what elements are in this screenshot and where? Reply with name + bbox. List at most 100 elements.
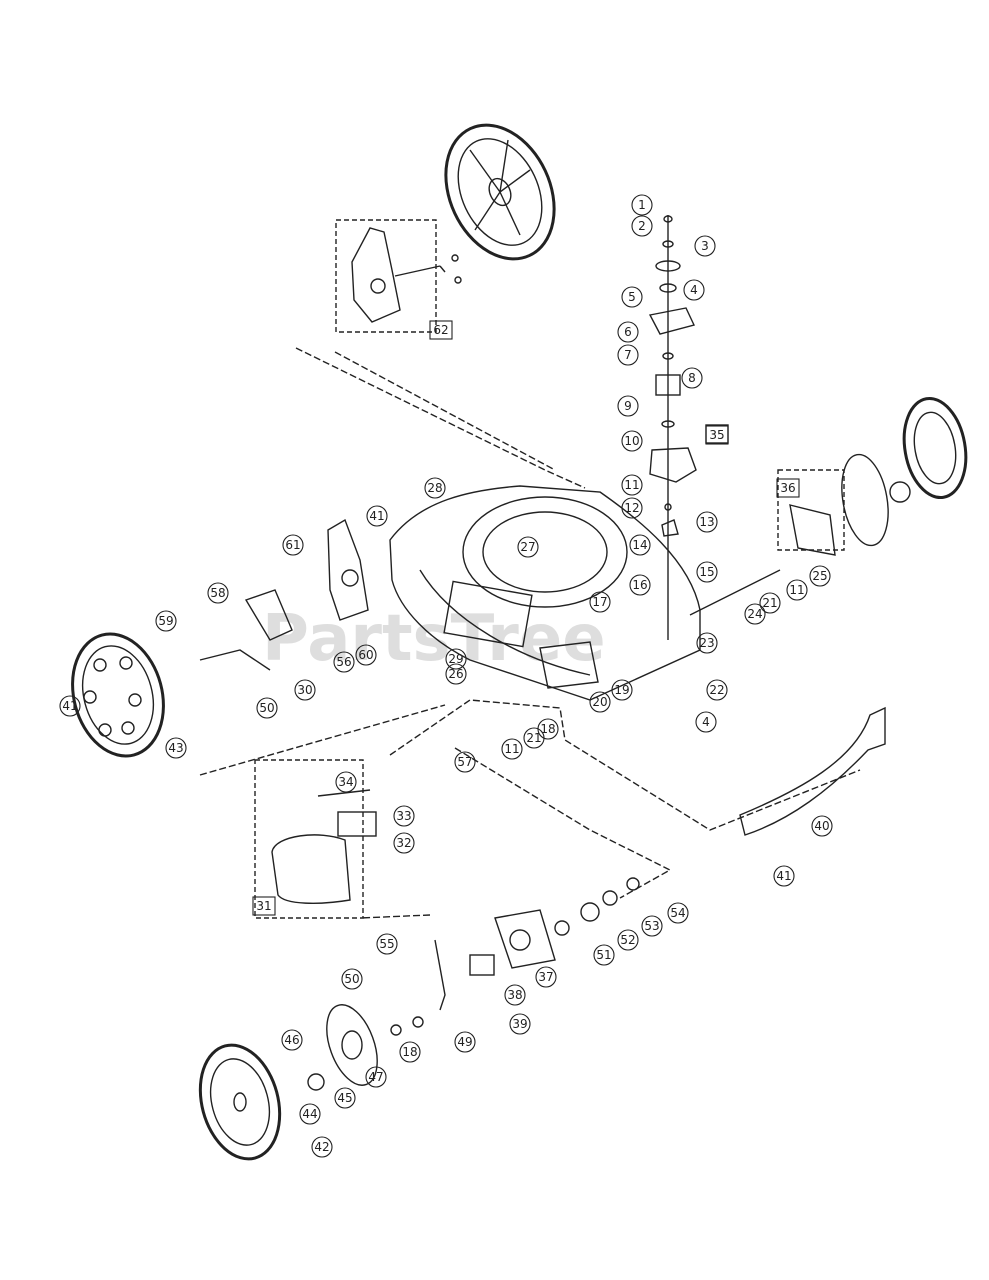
callout-number: 26 <box>448 667 463 681</box>
part-callout-17: 17 <box>589 591 611 613</box>
part-callout-5: 5 <box>621 286 643 308</box>
callout-number: 28 <box>427 481 442 495</box>
callout-circle <box>617 929 639 951</box>
callout-number: 10 <box>624 434 639 448</box>
part-callout-52: 52 <box>617 929 639 951</box>
part-callout-45: 45 <box>334 1087 356 1109</box>
part-callout-16: 16 <box>629 574 651 596</box>
callout-circle <box>681 367 703 389</box>
callout-circle <box>696 632 718 654</box>
part-callout-39: 39 <box>509 1013 531 1035</box>
callout-number: 41 <box>369 509 384 523</box>
callout-number: 18 <box>540 722 555 736</box>
callout-circle <box>589 691 611 713</box>
callout-box <box>705 425 729 445</box>
part-callout-1: 1 <box>631 194 653 216</box>
callout-circle <box>617 344 639 366</box>
callout-circle <box>694 235 716 257</box>
discharge-door-26 <box>539 641 599 689</box>
part-callout-60: 60 <box>355 644 377 666</box>
callout-number: 34 <box>338 775 353 789</box>
callout-circle <box>335 771 357 793</box>
callout-circle <box>256 697 278 719</box>
callout-number: 14 <box>632 538 647 552</box>
part-callout-12: 12 <box>621 497 643 519</box>
callout-number: 5 <box>628 290 636 304</box>
callout-number: 39 <box>512 1017 527 1031</box>
callout-circle <box>399 1041 421 1063</box>
part-callout-7: 7 <box>617 344 639 366</box>
callout-circle <box>517 536 539 558</box>
callout-circle <box>334 1087 356 1109</box>
rear-flap-40 <box>739 706 886 836</box>
part-callout-23: 23 <box>696 632 718 654</box>
callout-number: 13 <box>699 515 714 529</box>
callout-number: 19 <box>614 683 629 697</box>
callout-number: 40 <box>814 819 829 833</box>
callout-circle <box>504 984 526 1006</box>
part-callout-59: 59 <box>155 610 177 632</box>
callout-number: 57 <box>457 755 472 769</box>
callout-number: 15 <box>699 565 714 579</box>
callout-circle <box>759 592 781 614</box>
callout-number: 2 <box>638 219 646 233</box>
callout-circle <box>523 727 545 749</box>
callout-number: 20 <box>592 695 607 709</box>
wheel-rear-left <box>444 123 556 261</box>
callout-circle <box>454 1031 476 1053</box>
callout-number: 46 <box>284 1033 299 1047</box>
part-callout-33: 33 <box>393 805 415 827</box>
callout-box <box>252 896 276 916</box>
part-callout-26: 26 <box>445 663 467 685</box>
callout-circle <box>621 474 643 496</box>
part-callout-41: 41 <box>773 865 795 887</box>
callout-circle <box>617 321 639 343</box>
callout-circle <box>809 565 831 587</box>
callout-number: 44 <box>302 1107 317 1121</box>
part-callout-57: 57 <box>454 751 476 773</box>
part-callout-32: 32 <box>393 832 415 854</box>
callout-number: 32 <box>396 836 411 850</box>
callout-number: 59 <box>158 614 173 628</box>
callout-number: 53 <box>644 919 659 933</box>
callout-number: 50 <box>344 972 359 986</box>
callout-circle <box>454 751 476 773</box>
part-callout-4: 4 <box>695 711 717 733</box>
callout-circle <box>501 738 523 760</box>
callout-circle <box>641 915 663 937</box>
callout-number: 11 <box>624 478 639 492</box>
part-callout-35: 35 <box>705 425 729 445</box>
callout-number: 9 <box>624 399 632 413</box>
part-callout-34: 34 <box>335 771 357 793</box>
callout-number: 41 <box>776 869 791 883</box>
callout-number: 54 <box>670 906 685 920</box>
part-callout-13: 13 <box>696 511 718 533</box>
grass-bag-assembly-31 <box>254 759 377 919</box>
callout-number: 31 <box>256 899 271 913</box>
callout-number: 45 <box>337 1091 352 1105</box>
part-callout-21: 21 <box>523 727 545 749</box>
callout-circle <box>696 561 718 583</box>
callout-number: 35 <box>709 428 724 442</box>
callout-circle <box>811 815 833 837</box>
part-callout-6: 6 <box>617 321 639 343</box>
callout-circle <box>611 679 633 701</box>
part-callout-31: 31 <box>252 896 276 916</box>
part-callout-54: 54 <box>667 902 689 924</box>
part-callout-50: 50 <box>256 697 278 719</box>
callout-number: 30 <box>297 683 312 697</box>
callout-number: 7 <box>624 348 632 362</box>
callout-circle <box>333 651 355 673</box>
callout-circle <box>393 805 415 827</box>
callout-circle <box>424 477 446 499</box>
callout-circle <box>509 1013 531 1035</box>
callout-number: 50 <box>259 701 274 715</box>
callout-circle <box>366 505 388 527</box>
leader-lines <box>199 699 861 919</box>
callout-box <box>429 320 453 340</box>
part-callout-40: 40 <box>811 815 833 837</box>
callout-circle <box>365 1066 387 1088</box>
callout-number: 3 <box>701 239 709 253</box>
height-adjuster-assembly-62 <box>335 219 462 333</box>
